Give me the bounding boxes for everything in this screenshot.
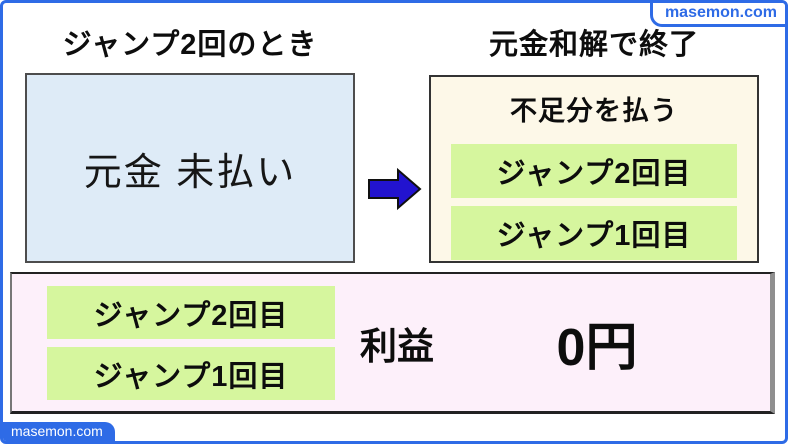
jump-1st-chip: ジャンプ1回目: [47, 347, 335, 400]
watermark-bottom-left: masemon.com: [3, 422, 115, 441]
profit-value: 0円: [556, 319, 638, 377]
left-panel-title: ジャンプ2回のとき: [62, 29, 318, 61]
settlement-box: 不足分を払う ジャンプ2回目 ジャンプ1回目: [429, 75, 759, 263]
profit-label: 利益: [360, 325, 434, 367]
right-arrow-icon: [367, 167, 423, 211]
jump-1st-chip: ジャンプ1回目: [451, 206, 737, 260]
result-jump-stack: ジャンプ2回目 ジャンプ1回目: [47, 286, 335, 400]
jump-2nd-chip: ジャンプ2回目: [451, 144, 737, 198]
settlement-heading: 不足分を払う: [510, 96, 678, 126]
jump-2nd-chip: ジャンプ2回目: [47, 286, 335, 339]
right-panel-title: 元金和解で終了: [488, 29, 699, 61]
principal-unpaid-label: 元金 未払い: [83, 151, 297, 194]
profit-result-box: ジャンプ2回目 ジャンプ1回目 利益 0円: [10, 272, 775, 414]
watermark-top-right: masemon.com: [649, 3, 785, 27]
principal-unpaid-box: 元金 未払い: [25, 73, 355, 263]
